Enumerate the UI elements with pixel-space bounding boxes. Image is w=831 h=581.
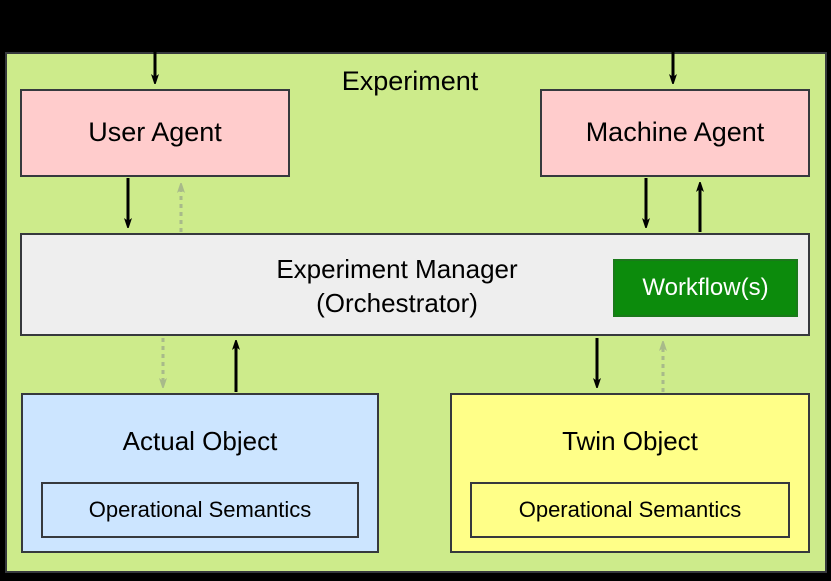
experiment-title: Experiment: [341, 66, 479, 96]
experiment-manager-label-line1: Experiment Manager: [276, 254, 518, 284]
twin-object-operational-semantics[interactable]: Operational Semantics: [470, 482, 790, 538]
user-agent-node[interactable]: User Agent: [20, 89, 290, 177]
experiment-manager-label: Experiment Manager (Orchestrator): [172, 253, 622, 321]
user-agent-label: User Agent: [88, 117, 222, 148]
actual-object-operational-semantics[interactable]: Operational Semantics: [41, 482, 359, 538]
twin-object-label: Twin Object: [562, 426, 698, 456]
experiment-manager-label-line2: (Orchestrator): [316, 287, 478, 318]
twin-object-operational-semantics-label: Operational Semantics: [518, 497, 742, 523]
actual-object-operational-semantics-label: Operational Semantics: [88, 497, 312, 523]
machine-agent-node[interactable]: Machine Agent: [540, 89, 810, 177]
actual-object-label: Actual Object: [122, 426, 278, 456]
twin-object-node[interactable]: Twin Object Operational Semantics: [450, 393, 810, 553]
machine-agent-label: Machine Agent: [585, 117, 765, 148]
workflows-label: Workflow(s): [642, 274, 769, 302]
experiment-manager-node[interactable]: Experiment Manager (Orchestrator) Workfl…: [20, 233, 810, 336]
actual-object-node[interactable]: Actual Object Operational Semantics: [21, 393, 379, 553]
workflows-node[interactable]: Workflow(s): [613, 259, 798, 317]
